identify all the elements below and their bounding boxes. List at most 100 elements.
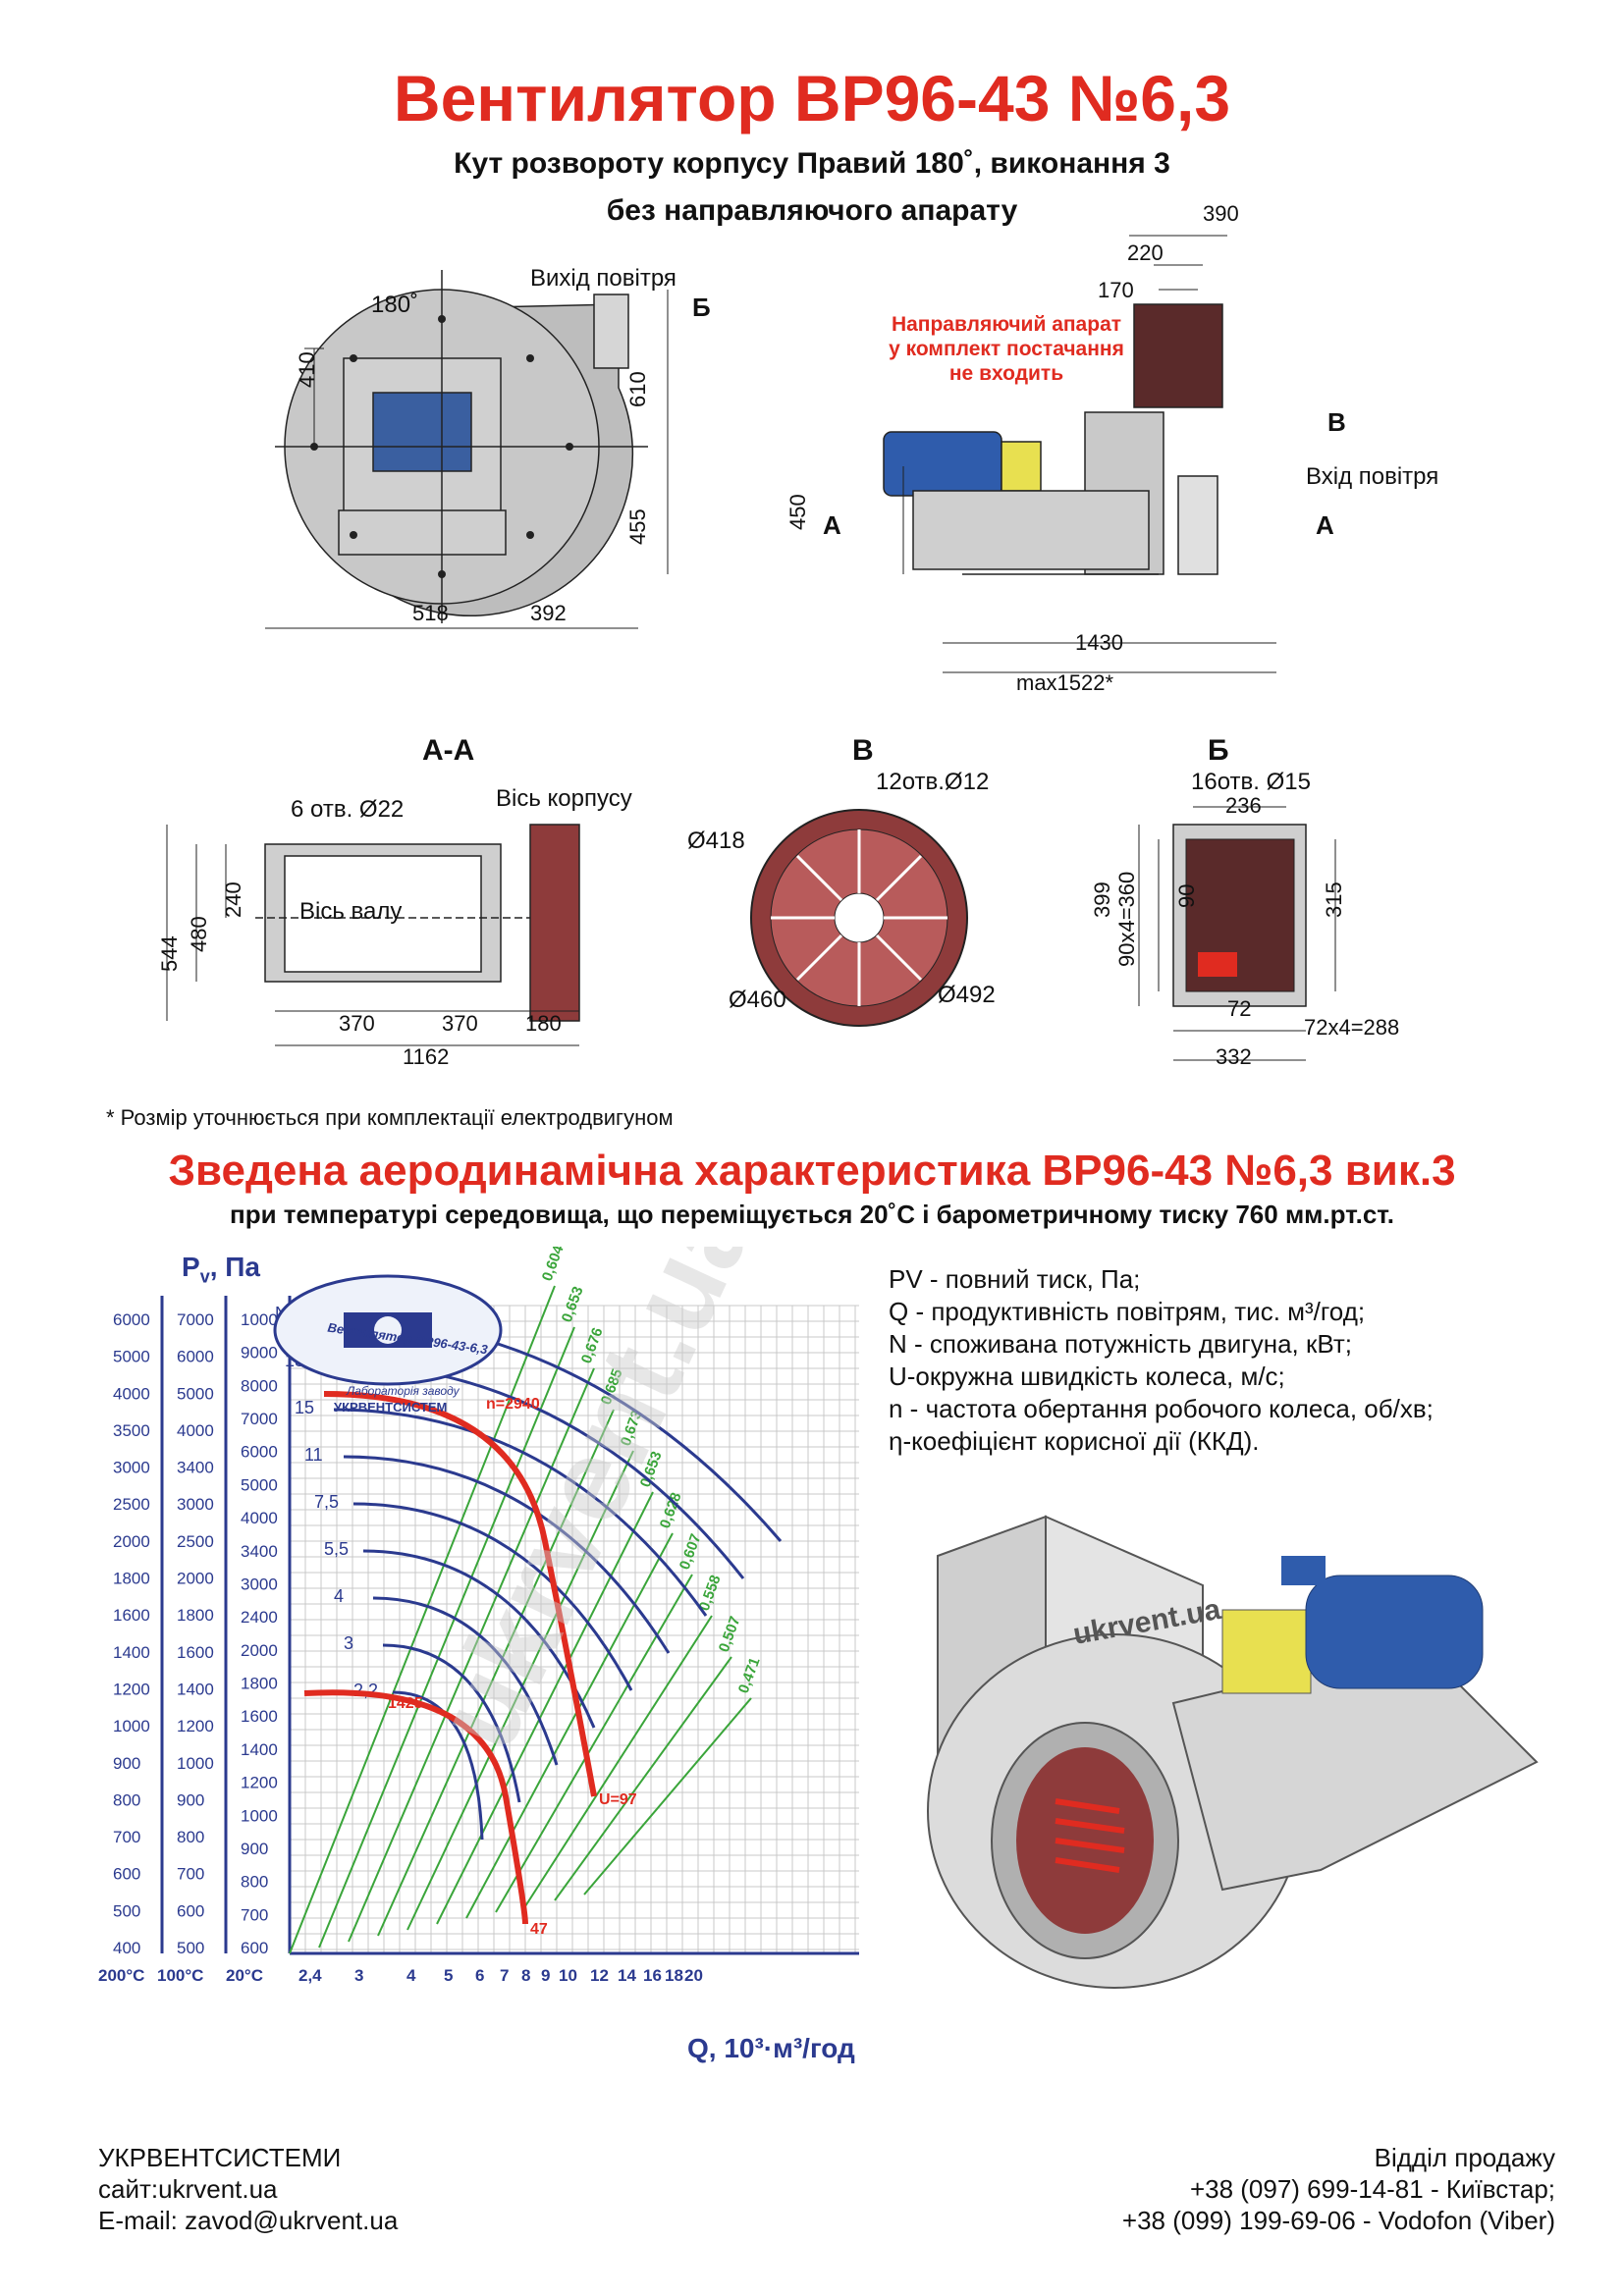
scale-tick: 500	[177, 1939, 204, 1957]
dim-450: 450	[785, 494, 810, 530]
company-name: УКРВЕНТСИСТЕМИ	[98, 2143, 342, 2172]
outlet-label: Вихід повітря	[530, 265, 677, 292]
phone-kyivstar[interactable]: +38 (097) 699-14-81 - Київстар;	[1189, 2174, 1555, 2204]
dim-1162: 1162	[403, 1044, 450, 1069]
section-b-drawing	[1138, 806, 1336, 1061]
scale-tick: 6000	[177, 1348, 214, 1366]
dim-610: 610	[625, 371, 650, 407]
scale-tick: 2000	[113, 1532, 150, 1551]
scale-tick: 5000	[241, 1475, 278, 1494]
scale-tick: 7000	[241, 1410, 278, 1428]
angle-label: 180˚	[371, 292, 419, 318]
legend-q: Q - продуктивність повітрям, тис. м³/год…	[889, 1297, 1366, 1326]
power-curve	[372, 1596, 559, 1766]
scale-tick: 1600	[113, 1606, 150, 1625]
dim-455: 455	[625, 508, 650, 545]
scale-tick: 3400	[177, 1459, 214, 1477]
scale-tick: 5000	[113, 1348, 150, 1366]
power-label: 11	[304, 1445, 323, 1465]
x-tick: 18	[665, 1966, 683, 1985]
dim-170: 170	[1098, 278, 1134, 302]
scale-tick: 2500	[177, 1532, 214, 1551]
scale-tick: 1600	[241, 1707, 278, 1726]
scale-tick: 600	[177, 1901, 204, 1920]
section-b-title: Б	[1208, 734, 1229, 767]
subtitle-rotation: Кут розвороту корпусу Правий 180˚, викон…	[454, 147, 1170, 180]
dim-72x4: 72х4=288	[1304, 1015, 1400, 1040]
efficiency-line	[377, 1409, 615, 1937]
dim-460: Ø460	[729, 987, 786, 1013]
x-tick: 4	[406, 1966, 416, 1985]
guide-note: Направляючий апарат у комплект постачанн…	[889, 313, 1124, 385]
scale-tick: 700	[177, 1865, 204, 1884]
scale-tick: 3000	[113, 1459, 150, 1477]
dim-518: 518	[412, 601, 449, 625]
body-axis-label: Вісь корпусу	[496, 785, 632, 812]
x-tick: 10	[559, 1966, 577, 1985]
scale-tick: 600	[113, 1865, 140, 1884]
scale-tick: 2500	[113, 1495, 150, 1514]
x-tick: 9	[541, 1966, 550, 1985]
legend-u: U-окружна швидкість колеса, м/с;	[889, 1362, 1285, 1391]
dim-370b: 370	[442, 1011, 478, 1036]
dim-410: 410	[295, 351, 319, 388]
holes-v: 12отв.Ø12	[876, 769, 990, 795]
efficiency-label: 0,607	[677, 1531, 705, 1572]
power-label: 4	[334, 1586, 344, 1606]
u-label: 47	[530, 1921, 548, 1938]
logo-text-2: Лабораторія заводу	[347, 1384, 460, 1398]
chart-grid	[289, 1305, 859, 1953]
scale-tick: 1800	[241, 1675, 278, 1693]
efficiency-label: 0,653	[559, 1284, 587, 1324]
scale-tick: 3400	[241, 1542, 278, 1561]
x-tick: 6	[475, 1966, 484, 1985]
company-email[interactable]: E-mail: zavod@ukrvent.ua	[98, 2206, 399, 2235]
section-v-title: В	[852, 734, 874, 767]
scale-tick: 900	[241, 1840, 268, 1858]
temp-label: 100°C	[157, 1966, 203, 1985]
efficiency-line	[318, 1326, 575, 1949]
scale-tick: 800	[177, 1828, 204, 1846]
fan-3d-render: ukrvent.ua	[927, 1515, 1539, 1989]
section-aa-title: А-А	[422, 734, 475, 767]
sales-title: Відділ продажу	[1374, 2143, 1555, 2172]
scale-tick: 1000	[113, 1717, 150, 1735]
section-aa-drawing	[166, 824, 580, 1046]
legend-pv: PV - повний тиск, Па;	[889, 1264, 1141, 1294]
scale-tick: 8000	[241, 1376, 278, 1395]
speed-label: 1425	[388, 1695, 423, 1712]
dim-240: 240	[221, 881, 245, 918]
scale-tick: 2000	[177, 1570, 214, 1588]
scale-tick: 1600	[177, 1643, 214, 1662]
scale-tick: 1400	[241, 1740, 278, 1759]
inlet-label: Вхід повітря	[1306, 463, 1439, 490]
efficiency-line	[436, 1491, 654, 1925]
scale-tick: 1800	[177, 1606, 214, 1625]
scale-tick: 500	[113, 1901, 140, 1920]
scale-tick: 700	[113, 1828, 140, 1846]
phone-vodafone[interactable]: +38 (099) 199-69-06 - Vodofon (Viber)	[1121, 2206, 1555, 2235]
aero-title: Зведена аеродинамічна характеристика ВР9…	[168, 1147, 1456, 1195]
page-title: Вентилятор ВР96-43 №6,3	[393, 62, 1231, 134]
holes-aa: 6 отв. Ø22	[291, 796, 405, 823]
power-curve	[352, 1502, 633, 1691]
x-tick: 16	[643, 1966, 662, 1985]
aero-subtitle: при температурі середовища, що переміщує…	[230, 1200, 1394, 1229]
scale-tick: 3500	[113, 1421, 150, 1440]
power-label: 15	[295, 1398, 314, 1417]
legend-eta: η-коефіцієнт корисної дії (ККД).	[889, 1426, 1260, 1456]
company-site[interactable]: сайт:ukrvent.ua	[98, 2174, 278, 2204]
subtitle-guide: без направляючого апарату	[606, 194, 1018, 227]
scale-tick: 800	[241, 1873, 268, 1892]
u-label: U=97	[599, 1791, 637, 1808]
scale-tick: 3000	[177, 1495, 214, 1514]
efficiency-label: 0,471	[735, 1655, 764, 1695]
efficiency-line	[583, 1697, 752, 1896]
q-axis-label: Q, 10³·м³/год	[687, 2033, 855, 2063]
scale-tick: 1800	[113, 1570, 150, 1588]
scale-tick: 3000	[241, 1575, 278, 1593]
scale-tick: 2400	[241, 1608, 278, 1627]
dim-390: 390	[1203, 201, 1239, 226]
efficiency-label: 0,604	[539, 1247, 568, 1283]
